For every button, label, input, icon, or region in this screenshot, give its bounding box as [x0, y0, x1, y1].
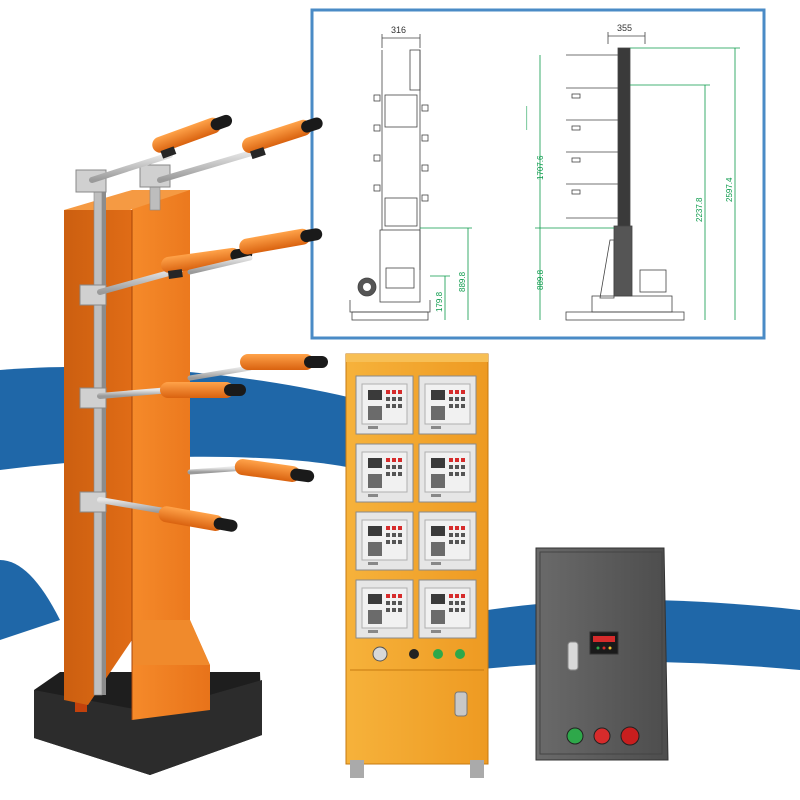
side-dim-upper: 1707.6 — [536, 155, 545, 180]
cabinet-door-handle[interactable] — [454, 691, 468, 717]
controller-cabinet — [345, 353, 489, 778]
controller-module[interactable] — [418, 579, 477, 639]
spray-gun-7 — [158, 506, 238, 532]
spray-gun-1 — [152, 114, 233, 159]
controller-module[interactable] — [418, 375, 477, 435]
clamp-block-3 — [79, 284, 107, 306]
red-stop-button[interactable] — [620, 726, 640, 746]
background-band-left — [0, 560, 60, 640]
pressure-gauge-icon — [372, 646, 388, 662]
side-vertical-note-icon: ——— — [522, 106, 531, 130]
green-indicator — [433, 649, 443, 659]
side-dim-mid: 2237.8 — [695, 197, 704, 222]
controller-module[interactable] — [355, 375, 414, 435]
drawing-front-view — [349, 34, 431, 321]
selector-knob[interactable] — [409, 649, 419, 659]
digital-display — [589, 631, 619, 655]
reciprocator-tower — [34, 164, 262, 775]
red-button[interactable] — [593, 727, 611, 745]
side-dim-total: 2597.4 — [725, 177, 734, 202]
controller-module[interactable] — [355, 579, 414, 639]
drawing-frame — [310, 8, 766, 340]
rail-left-shadow — [102, 175, 106, 695]
spray-gun-6 — [240, 354, 328, 370]
controller-module[interactable] — [418, 511, 477, 571]
side-dim-lines — [535, 47, 740, 320]
front-dim-lines — [420, 227, 472, 320]
rail-left — [93, 174, 103, 696]
spray-gun-5 — [160, 382, 246, 398]
green-indicator-2 — [455, 649, 465, 659]
front-width-dim: 316 — [391, 25, 406, 35]
side-width-dim: 355 — [617, 23, 632, 33]
tower-front-face — [132, 190, 210, 720]
controller-module[interactable] — [355, 511, 414, 571]
side-dim-lower: 889.8 — [536, 269, 545, 290]
spray-gun-arms — [89, 114, 328, 532]
box-door-handle[interactable] — [567, 641, 579, 671]
spray-gun-8 — [234, 459, 315, 483]
green-button[interactable] — [566, 727, 584, 745]
controller-modules — [355, 375, 477, 639]
cabinet-foot-left — [350, 760, 364, 778]
drawing-side-view — [565, 32, 685, 321]
electric-control-box — [535, 547, 669, 761]
controller-module[interactable] — [355, 443, 414, 503]
front-dim-b: 889.8 — [458, 271, 467, 292]
base-warning-label — [75, 702, 87, 712]
controller-module[interactable] — [418, 443, 477, 503]
spray-gun-4 — [239, 228, 323, 255]
spray-gun-2 — [242, 117, 323, 160]
cabinet-foot-right — [470, 760, 484, 778]
front-dim-a: 179.8 — [435, 291, 444, 312]
technical-drawing: 316 179.8 889.8 — [310, 8, 766, 340]
